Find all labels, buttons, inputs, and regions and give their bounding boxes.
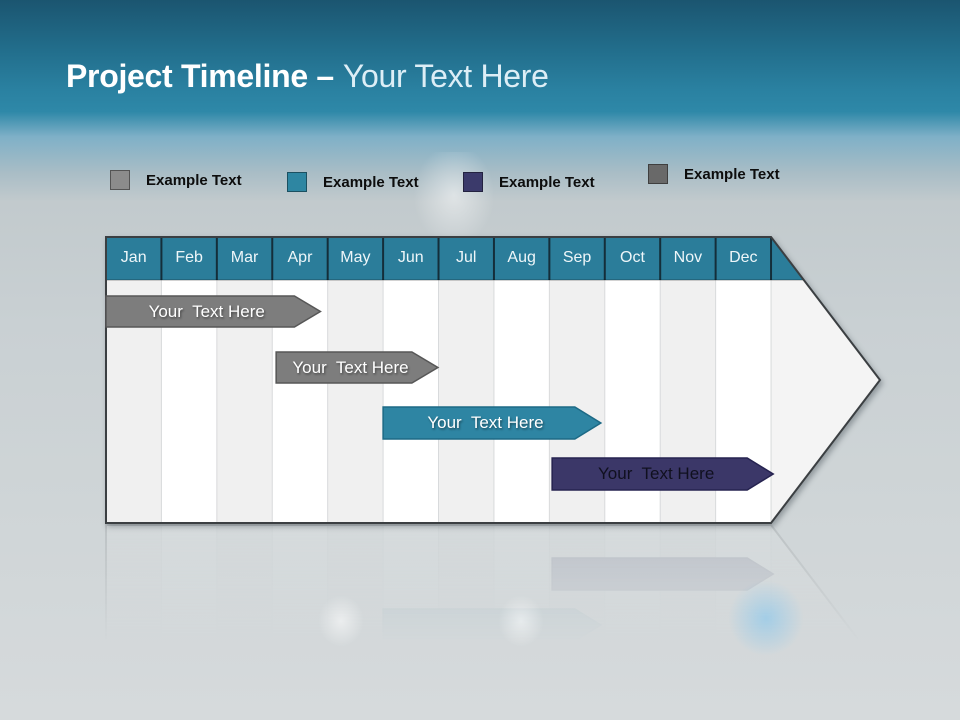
gantt-bar-label: Your Text Here — [427, 413, 544, 432]
legend-item: Example Text — [648, 164, 780, 184]
legend-swatch — [110, 170, 130, 190]
legend-item: Example Text — [463, 172, 595, 192]
month-label: Mar — [230, 249, 259, 266]
month-label: May — [340, 249, 371, 266]
gantt-bar — [382, 608, 603, 642]
legend-item-label: Example Text — [323, 173, 419, 191]
legend-item: Example Text — [287, 172, 419, 192]
timeline-reflection — [103, 524, 893, 659]
month-label: Apr — [287, 249, 313, 266]
timeline-reflection-graphic — [105, 524, 882, 659]
gantt-bar — [551, 457, 775, 491]
legend-swatch — [287, 172, 307, 192]
timeline-arrow-graphic — [105, 236, 882, 524]
legend-swatch — [463, 172, 483, 192]
ghost-reflection-foot — [318, 595, 364, 647]
month-label: Dec — [729, 249, 758, 266]
gantt-bar-label: Your Text Here — [598, 464, 715, 483]
legend-item-label: Example Text — [146, 171, 242, 189]
month-label: Oct — [620, 249, 645, 266]
month-label: Nov — [673, 249, 703, 266]
legend-item: Example Text — [110, 170, 242, 190]
ghost-robot-head — [412, 152, 496, 248]
title-main: Project Timeline – — [66, 58, 334, 94]
gantt-bar — [382, 406, 603, 440]
gantt-bar — [105, 295, 322, 328]
month-label: Jun — [397, 249, 424, 266]
ghost-reflection-glow — [728, 580, 804, 656]
gantt-bar-label: Your Text Here — [148, 302, 265, 321]
page-title: Project Timeline –Your Text Here — [66, 58, 549, 95]
month-label: Sep — [562, 249, 592, 266]
legend-item-label: Example Text — [684, 165, 780, 183]
timeline-chart: Jan Feb Mar Apr May Jun Jul Aug Sep Oct Nov Dec You… — [103, 235, 893, 535]
gantt-bar — [551, 557, 775, 591]
month-label: Aug — [507, 249, 536, 266]
ghost-reflection-foot — [498, 595, 544, 647]
title-sub: Your Text Here — [342, 58, 549, 94]
legend-item-label: Example Text — [499, 173, 595, 191]
legend-swatch — [648, 164, 668, 184]
month-label: Feb — [175, 249, 203, 266]
month-label: Jan — [120, 249, 147, 266]
month-label: Jul — [455, 249, 477, 266]
gantt-bar-label: Your Text Here — [292, 358, 409, 377]
gantt-bar — [275, 351, 440, 384]
